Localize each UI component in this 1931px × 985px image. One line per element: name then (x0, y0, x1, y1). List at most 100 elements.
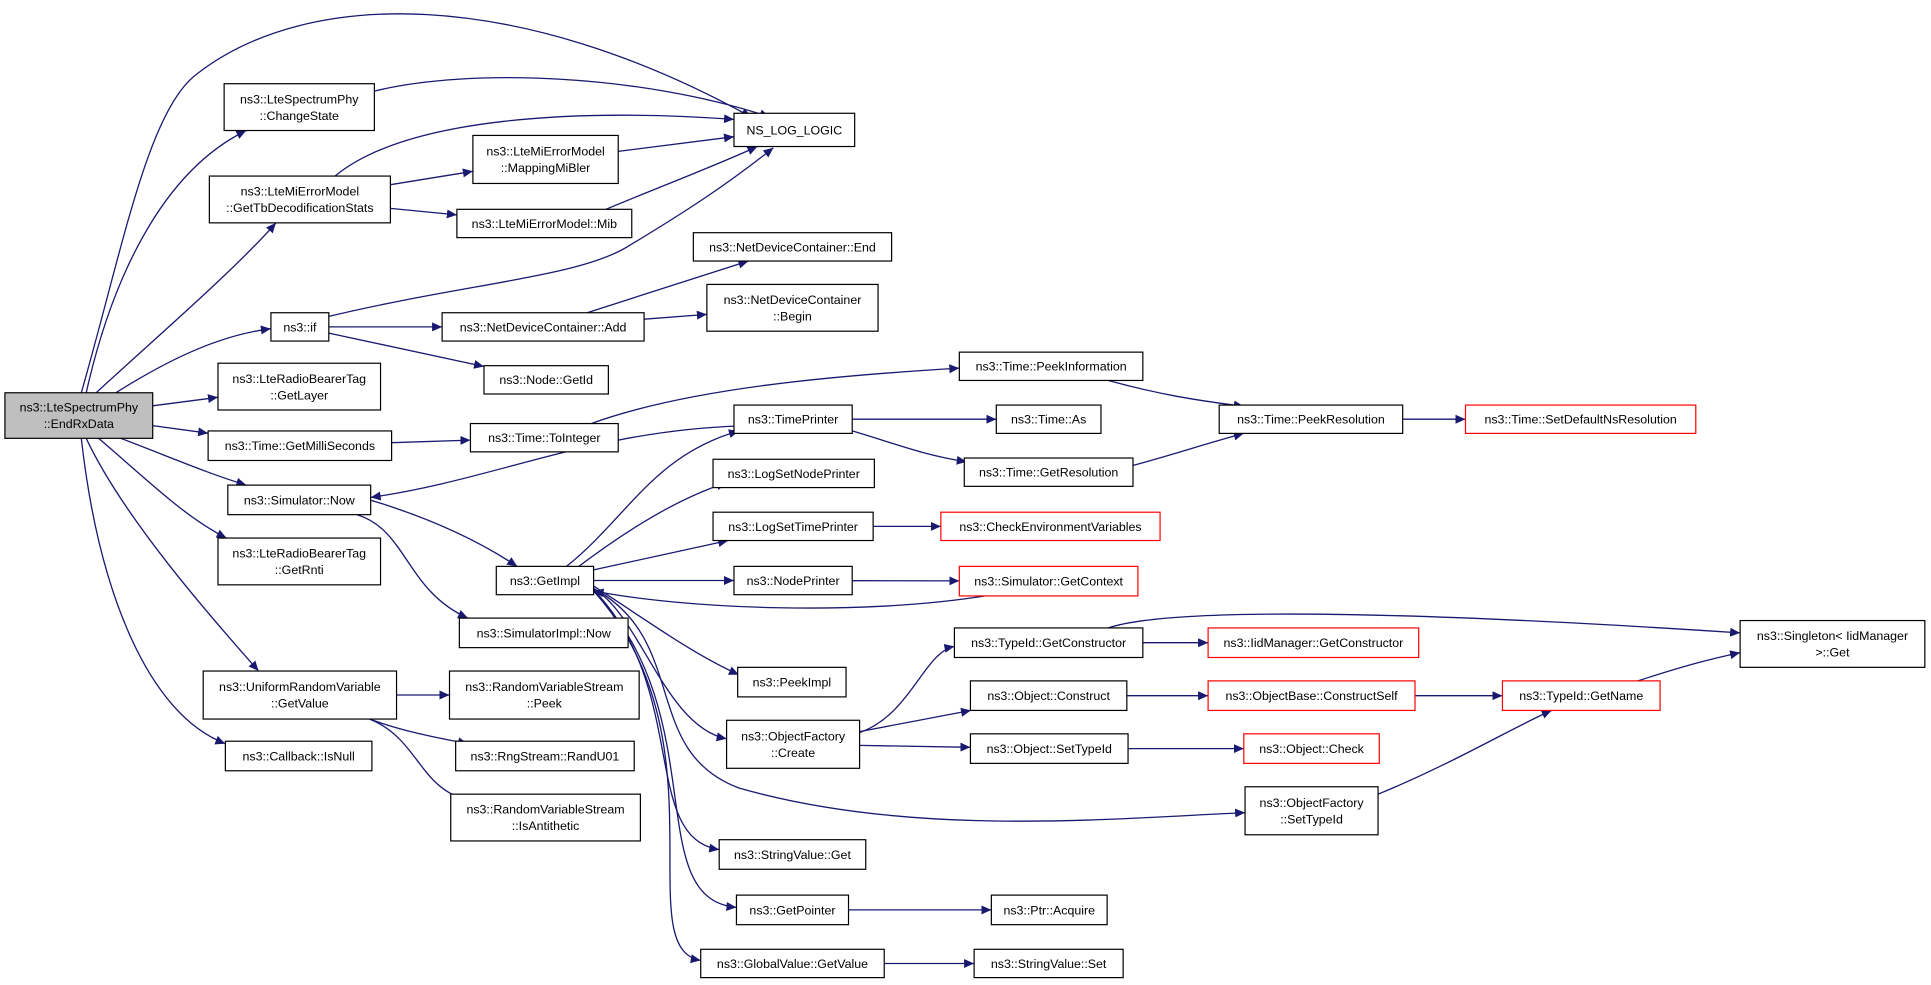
node-rvspeek[interactable]: ns3::RandomVariableStream::Peek (448, 670, 640, 720)
node-box-simimplnow[interactable] (458, 617, 629, 649)
node-changestate[interactable]: ns3::LteSpectrumPhy::ChangeState (223, 83, 375, 132)
node-peekres[interactable]: ns3::Time::PeekResolution (1218, 404, 1404, 434)
node-tointeger[interactable]: ns3::Time::ToInteger (469, 422, 619, 453)
node-getpointer[interactable]: ns3::GetPointer (735, 894, 850, 926)
node-box-nslog[interactable] (733, 112, 856, 148)
node-logsetnode[interactable]: ns3::LogSetNodePrinter (712, 458, 875, 489)
node-randu01[interactable]: ns3::RngStream::RandU01 (455, 740, 635, 772)
node-simimplnow[interactable]: ns3::SimulatorImpl::Now (458, 617, 629, 649)
node-box-objfactcreate[interactable] (725, 719, 861, 769)
node-box-factsettypeid[interactable] (1244, 786, 1379, 836)
node-objsettypeid[interactable]: ns3::Object::SetTypeId (969, 733, 1129, 764)
node-logsettime[interactable]: ns3::LogSetTimePrinter (712, 511, 874, 542)
node-simnow[interactable]: ns3::Simulator::Now (227, 484, 372, 516)
node-getms[interactable]: ns3::Time::GetMilliSeconds (207, 430, 393, 462)
node-box-logsettime[interactable] (712, 511, 874, 542)
node-nodeprinter[interactable]: ns3::NodePrinter (733, 565, 853, 596)
node-box-objconstruct[interactable] (969, 680, 1128, 712)
node-box-nodeprinter[interactable] (733, 565, 853, 596)
node-urvgetvalue[interactable]: ns3::UniformRandomVariable::GetValue (202, 670, 398, 720)
node-mapping[interactable]: ns3::LteMiErrorModel::MappingMiBler (472, 134, 619, 185)
node-box-peekimpl[interactable] (737, 666, 847, 698)
node-getlayer[interactable]: ns3::LteRadioBearerTag::GetLayer (217, 362, 382, 411)
node-objconstruct[interactable]: ns3::Object::Construct (969, 680, 1128, 712)
node-nslog[interactable]: NS_LOG_LOGIC (733, 112, 856, 148)
node-gettb[interactable]: ns3::LteMiErrorModel::GetTbDecodificatio… (208, 175, 391, 224)
node-box-objsettypeid[interactable] (969, 733, 1129, 764)
node-timeas[interactable]: ns3::Time::As (995, 404, 1102, 434)
node-box-getrnti[interactable] (217, 537, 382, 586)
node-box-mib[interactable] (456, 208, 633, 239)
node-ndcadd[interactable]: ns3::NetDeviceContainer::Add (441, 312, 645, 342)
node-root[interactable]: ns3::LteSpectrumPhy::EndRxData (4, 392, 154, 439)
node-box-isantithetic[interactable] (450, 793, 641, 842)
node-box-strvalset[interactable] (973, 948, 1124, 979)
node-nodegetid[interactable]: ns3::Node::GetId (483, 365, 609, 395)
node-box-constructself[interactable] (1207, 680, 1416, 712)
node-box-getres[interactable] (963, 457, 1134, 487)
node-getconstructor[interactable]: ns3::TypeId::GetConstructor (953, 627, 1144, 659)
node-isantithetic[interactable]: ns3::RandomVariableStream::IsAntithetic (450, 793, 641, 842)
node-box-getlayer[interactable] (217, 362, 382, 411)
node-setdefns[interactable]: ns3::Time::SetDefaultNsResolution (1464, 404, 1697, 434)
node-box-mapping[interactable] (472, 134, 619, 185)
node-objcheck[interactable]: ns3::Object::Check (1243, 733, 1380, 764)
node-box-gettb[interactable] (208, 175, 391, 224)
node-strvalget[interactable]: ns3::StringValue::Get (718, 839, 867, 870)
node-isnull[interactable]: ns3::Callback::IsNull (224, 740, 373, 772)
node-peekimpl[interactable]: ns3::PeekImpl (737, 666, 847, 698)
node-ptracquire[interactable]: ns3::Ptr::Acquire (990, 894, 1108, 926)
node-strvalset[interactable]: ns3::StringValue::Set (973, 948, 1124, 979)
node-box-peekres[interactable] (1218, 404, 1404, 434)
node-box-timeas[interactable] (995, 404, 1102, 434)
node-iidgetconstructor[interactable]: ns3::IidManager::GetConstructor (1207, 627, 1420, 659)
node-box-if[interactable] (270, 312, 330, 342)
node-box-ptracquire[interactable] (990, 894, 1108, 926)
node-ndcend[interactable]: ns3::NetDeviceContainer::End (692, 232, 893, 262)
node-checkenv[interactable]: ns3::CheckEnvironmentVariables (940, 511, 1161, 542)
node-box-tointeger[interactable] (469, 422, 619, 453)
node-box-getms[interactable] (207, 430, 393, 462)
node-singleton[interactable]: ns3::Singleton< IidManager>::Get (1739, 619, 1926, 668)
node-box-getpointer[interactable] (735, 894, 850, 926)
node-objfactcreate[interactable]: ns3::ObjectFactory::Create (725, 719, 861, 769)
node-ndcbegin[interactable]: ns3::NetDeviceContainer::Begin (706, 283, 879, 332)
node-box-iidgetconstructor[interactable] (1207, 627, 1420, 659)
node-factsettypeid[interactable]: ns3::ObjectFactory::SetTypeId (1244, 786, 1379, 836)
node-constructself[interactable]: ns3::ObjectBase::ConstructSelf (1207, 680, 1416, 712)
node-getimpl[interactable]: ns3::GetImpl (495, 565, 595, 596)
node-box-changestate[interactable] (223, 83, 375, 132)
node-box-setdefns[interactable] (1464, 404, 1697, 434)
node-box-strvalget[interactable] (718, 839, 867, 870)
node-box-getcontext[interactable] (958, 565, 1139, 597)
node-mib[interactable]: ns3::LteMiErrorModel::Mib (456, 208, 633, 239)
node-box-rvspeek[interactable] (448, 670, 640, 720)
node-getcontext[interactable]: ns3::Simulator::GetContext (958, 565, 1139, 597)
node-box-timeprinter[interactable] (733, 404, 853, 434)
node-box-gvgetvalue[interactable] (700, 948, 885, 979)
node-box-nodegetid[interactable] (483, 365, 609, 395)
node-gvgetvalue[interactable]: ns3::GlobalValue::GetValue (700, 948, 885, 979)
node-box-objcheck[interactable] (1243, 733, 1380, 764)
node-timeprinter[interactable]: ns3::TimePrinter (733, 404, 853, 434)
node-box-isnull[interactable] (224, 740, 373, 772)
node-box-getimpl[interactable] (495, 565, 595, 596)
node-box-ndcbegin[interactable] (706, 283, 879, 332)
node-box-singleton[interactable] (1739, 619, 1926, 668)
node-box-typeidgetname[interactable] (1501, 680, 1661, 712)
node-peekinfo[interactable]: ns3::Time::PeekInformation (958, 351, 1144, 382)
node-box-checkenv[interactable] (940, 511, 1161, 542)
node-box-logsetnode[interactable] (712, 458, 875, 489)
node-box-root[interactable] (4, 392, 154, 439)
node-box-urvgetvalue[interactable] (202, 670, 398, 720)
node-if[interactable]: ns3::if (270, 312, 330, 342)
node-box-randu01[interactable] (455, 740, 635, 772)
node-box-peekinfo[interactable] (958, 351, 1144, 382)
node-box-ndcend[interactable] (692, 232, 893, 262)
node-getres[interactable]: ns3::Time::GetResolution (963, 457, 1134, 487)
node-box-simnow[interactable] (227, 484, 372, 516)
node-box-getconstructor[interactable] (953, 627, 1144, 659)
node-getrnti[interactable]: ns3::LteRadioBearerTag::GetRnti (217, 537, 382, 586)
node-typeidgetname[interactable]: ns3::TypeId::GetName (1501, 680, 1661, 712)
node-box-ndcadd[interactable] (441, 312, 645, 342)
